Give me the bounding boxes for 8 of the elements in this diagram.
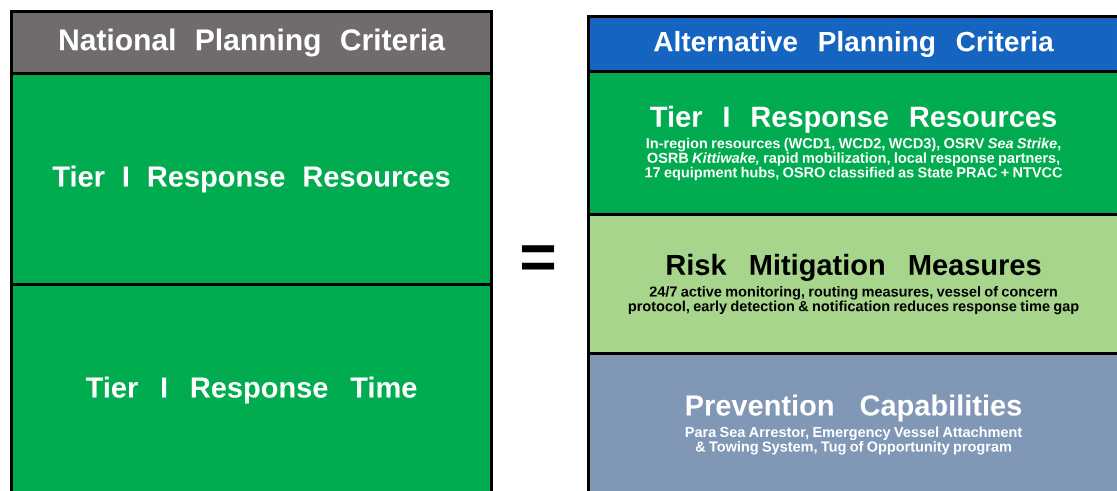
criteria-box: Risk Mitigation Measures 24/7 active monitoring, routing measures, vessel of concern protocol, early detection & notification reduces response time gap [587,213,1117,355]
criteria-box: Tier I Response Resources In-region resources (WCD1, WCD2, WCD3), OSRV Sea Strike, OSRB Kittiwake, rapid mobilization, local response partners, 17 equipment hubs, OSRO classified as State PRAC + NTVCC [587,70,1117,216]
header-band: Alternative Planning Criteria [587,15,1117,73]
header-band: National Planning Criteria [10,10,493,75]
criteria-box: Tier I Response Time [10,283,493,491]
criteria-box: Tier I Response Resources [10,72,493,286]
criteria-box: Prevention Capabilities Para Sea Arrestor, Emergency Vessel Attachment & Towing System, Tug of Opportunity program [587,352,1117,491]
equals-sign: = [521,245,555,270]
